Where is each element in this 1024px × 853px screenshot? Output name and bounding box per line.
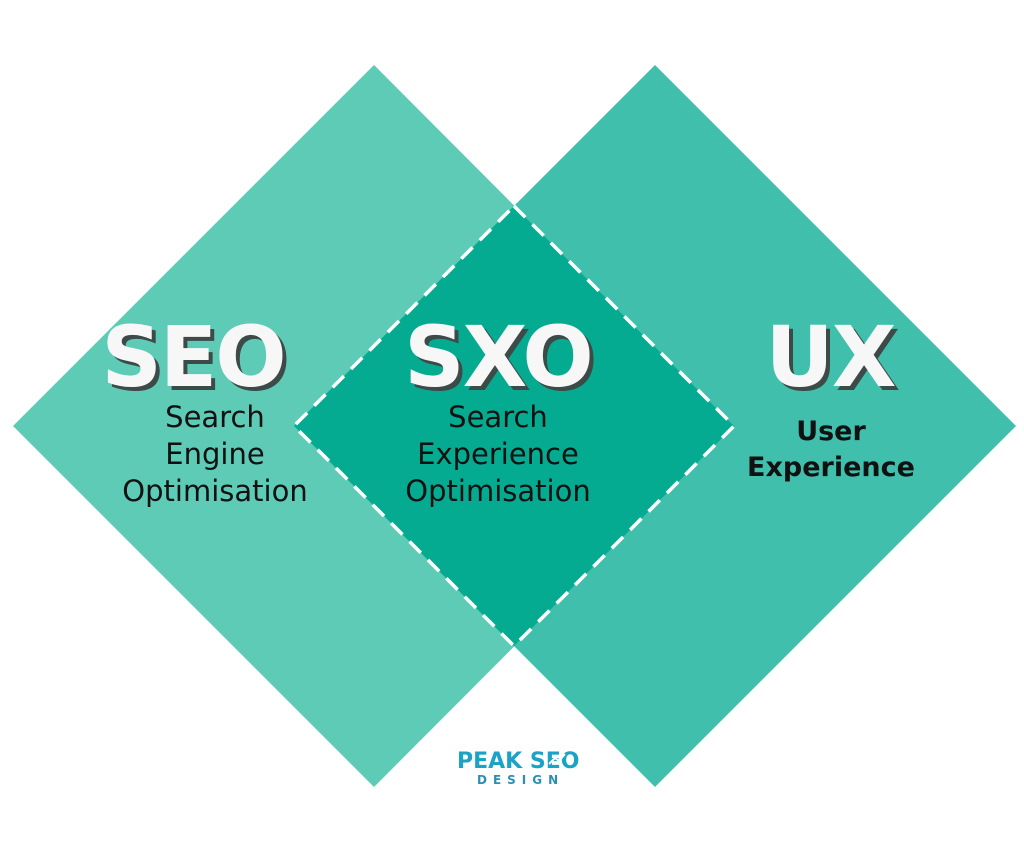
sxo-subtitle-line-1: Search — [448, 400, 548, 434]
peak-seo-design-logo: PEAK SEO DESIGN — [457, 749, 579, 787]
logo-tagline: DESIGN — [477, 773, 564, 787]
logo-name-part-1: PEAK SE — [457, 749, 561, 774]
sxo-title-shadow: SXO — [408, 312, 596, 410]
seo-title: SEO — [101, 308, 284, 406]
ux-subtitle-line-2: Experience — [747, 452, 915, 483]
ux-title-shadow: UX — [770, 312, 900, 410]
sxo-overlap-diamond — [294, 206, 734, 646]
ux-title: UX — [766, 308, 896, 406]
seo-subtitle-line-1: Search — [165, 400, 265, 434]
seo-title-shadow: SEO — [105, 312, 288, 410]
logo-name: PEAK SEO — [457, 749, 579, 774]
sxo-title: SXO — [404, 308, 592, 406]
peak-arrow-icon — [548, 753, 566, 765]
ux-subtitle-line-1: User — [796, 416, 866, 447]
sxo-subtitle-line-2: Experience — [417, 437, 579, 471]
seo-subtitle-line-2: Engine — [165, 437, 264, 471]
sxo-subtitle-line-3: Optimisation — [405, 474, 590, 508]
seo-subtitle-line-3: Optimisation — [122, 474, 307, 508]
logo-name-part-2: O — [561, 749, 580, 774]
